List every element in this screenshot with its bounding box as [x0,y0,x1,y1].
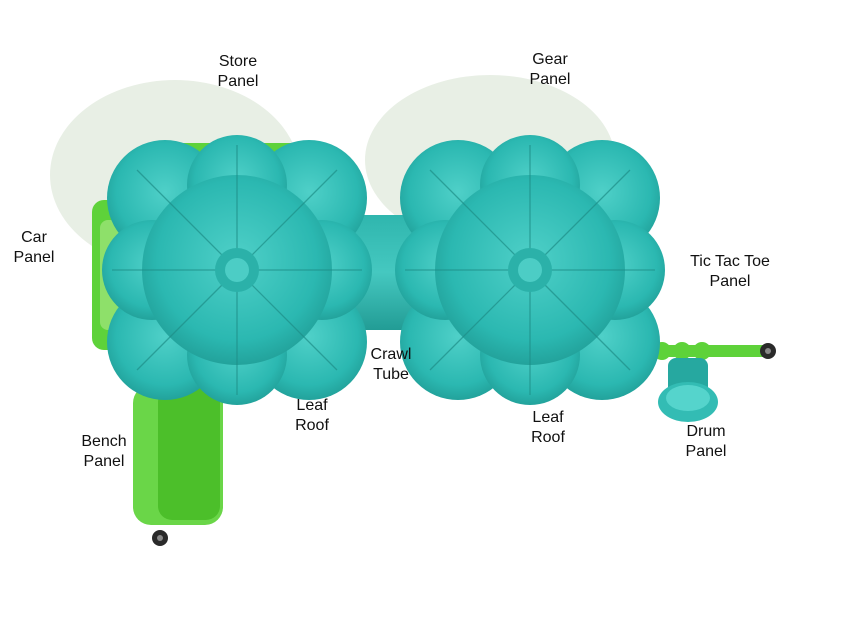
label-leaf-roof-left-line2: Roof [295,417,329,434]
label-leaf-roof-right-line2: Roof [531,429,565,446]
label-tic-tac-toe-line2: Panel [709,273,751,290]
label-car-panel-line1: Car [21,229,47,246]
label-drum-panel-line1: Drum [686,423,726,440]
label-crawl-tube-line1: Crawl [370,346,412,363]
label-store-panel-line2: Panel [217,73,259,90]
label-bench-panel-line1: Bench [81,433,127,450]
label-store-panel: Store Panel [208,52,268,92]
label-leaf-roof-left-line1: Leaf [296,397,328,414]
tic-tac-toe-panel [650,342,776,360]
label-tic-tac-toe-panel: Tic Tac Toe Panel [680,252,780,292]
label-car-panel-line2: Panel [13,249,55,266]
label-crawl-tube: Crawl Tube [361,345,421,385]
label-bench-panel-line2: Panel [83,453,125,470]
label-leaf-roof-right: Leaf Roof [518,408,578,448]
label-bench-panel: Bench Panel [73,432,135,472]
label-drum-panel: Drum Panel [676,422,736,462]
label-crawl-tube-line2: Tube [373,366,409,383]
label-gear-panel: Gear Panel [520,50,580,90]
label-store-panel-line1: Store [218,53,258,70]
label-leaf-roof-right-line1: Leaf [532,409,564,426]
drum-panel [658,358,718,422]
leaf-roof-left [102,135,372,405]
bench-panel [133,385,223,546]
label-leaf-roof-left: Leaf Roof [282,396,342,436]
label-gear-panel-line1: Gear [532,51,568,68]
label-car-panel: Car Panel [4,228,64,268]
label-gear-panel-line2: Panel [529,71,571,88]
label-tic-tac-toe-line1: Tic Tac Toe [690,253,770,270]
leaf-roof-right [395,135,665,405]
label-drum-panel-line2: Panel [685,443,727,460]
